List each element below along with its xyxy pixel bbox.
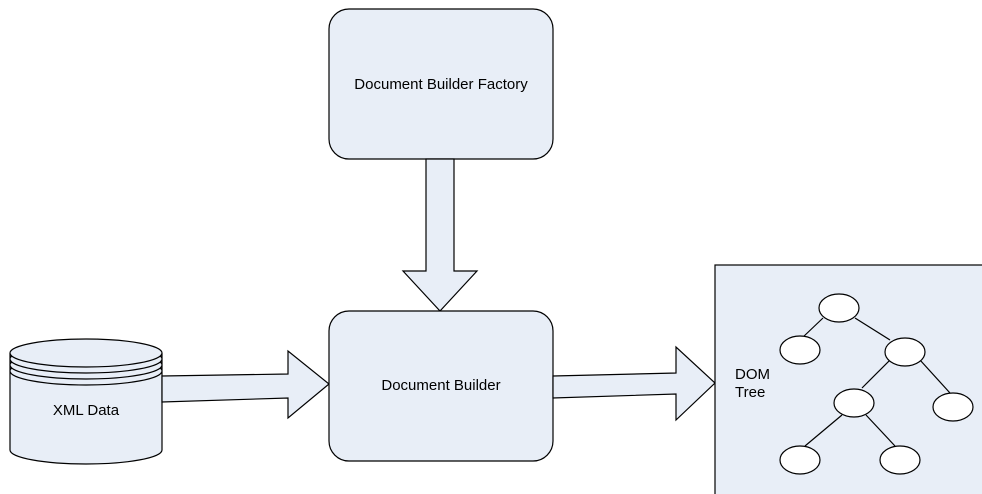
dom-tree-nodes <box>779 293 974 475</box>
factory-node: Document Builder Factory <box>328 8 554 160</box>
xml-data-disk-1 <box>9 338 163 368</box>
dom-tree-label-line2: Tree <box>735 384 765 401</box>
xml-to-builder-arrow <box>161 349 330 420</box>
tree-edge <box>854 317 891 341</box>
tree-edge <box>861 359 891 389</box>
factory-to-builder-arrow <box>401 158 479 312</box>
tree-node-root <box>818 293 860 323</box>
xml-data-label: XML Data <box>53 402 120 419</box>
tree-edge <box>865 414 896 447</box>
tree-node <box>879 445 921 475</box>
tree-node <box>884 337 926 367</box>
factory-label: Document Builder Factory <box>354 76 528 93</box>
tree-node <box>779 445 821 475</box>
tree-edge <box>919 359 951 394</box>
dom-tree-label-line1: DOM <box>735 366 770 383</box>
builder-node: Document Builder <box>328 310 554 462</box>
tree-node <box>833 388 875 418</box>
dom-tree-edges <box>801 317 951 447</box>
tree-edge <box>804 414 843 447</box>
builder-to-dom-arrow <box>552 345 716 422</box>
tree-node <box>932 392 974 422</box>
tree-edge <box>801 317 824 339</box>
xml-data-node: XML Data <box>9 338 163 465</box>
builder-label: Document Builder <box>381 377 500 394</box>
dom-tree-node: DOM Tree <box>714 264 982 494</box>
tree-node <box>779 335 821 365</box>
